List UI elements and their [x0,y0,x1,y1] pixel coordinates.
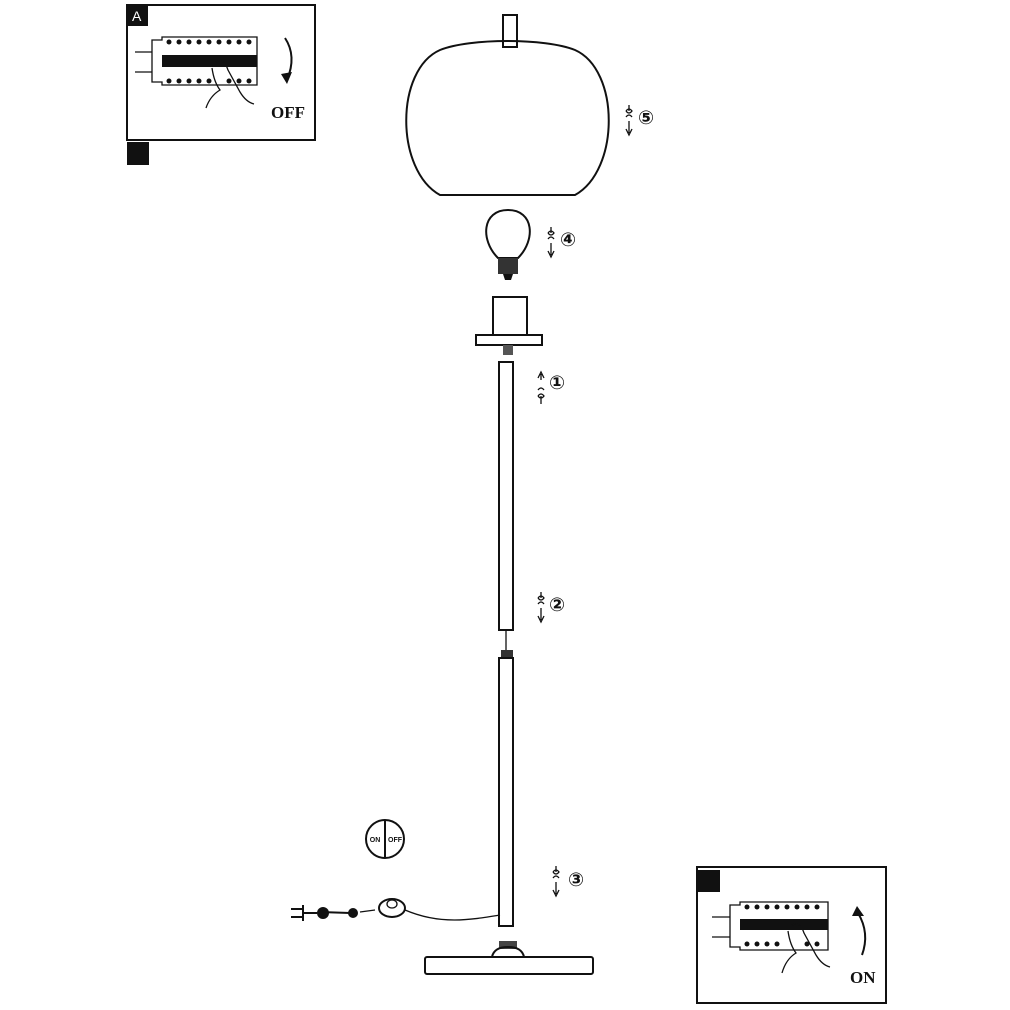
hand-icon [781,923,831,974]
hand-icon [205,60,255,109]
step-3: ③ [552,866,584,898]
power-cord [291,898,501,921]
power-on-panel: ON [696,866,887,1004]
off-label: OFF [271,103,305,122]
screw-down-icon [547,227,555,259]
step-number: ① [549,372,565,394]
screw-up-icon [537,370,545,404]
step-5: ⑤ [625,105,654,137]
panel-corner-label: A [132,8,142,24]
power-off-panel: A OFF [126,4,316,165]
step-1: ① [537,370,565,404]
screw-down-icon [537,592,545,624]
light-bulb [485,208,531,280]
pole-connector [501,650,513,658]
step-4: ④ [547,227,576,259]
step-number: ④ [560,229,576,251]
socket-holder [475,296,543,355]
step-number: ⑤ [638,107,654,129]
switch-off-text: OFF [388,837,403,844]
plug-icon [291,905,317,921]
circuit-breaker-icon [712,901,829,951]
arrow-up-icon [857,912,867,956]
panel-corner-badge [697,870,720,892]
screw-down-icon [625,105,633,137]
step-number: ③ [568,869,584,891]
inline-switch-icon [378,898,406,918]
circuit-breaker-icon [135,36,258,86]
step-2: ② [537,592,565,624]
lamp-base [424,941,594,975]
screw-down-icon [552,866,560,898]
switch-on-text: ON [370,837,381,844]
upper-pole [498,361,514,631]
on-label: ON [850,968,876,987]
on-off-switch-symbol: ON OFF [365,819,405,859]
panel-corner-badge-bottom [127,142,149,165]
lower-pole [498,657,514,927]
step-number: ② [549,594,565,616]
panel-corner-badge [127,5,148,26]
lamp-shade [405,14,610,196]
